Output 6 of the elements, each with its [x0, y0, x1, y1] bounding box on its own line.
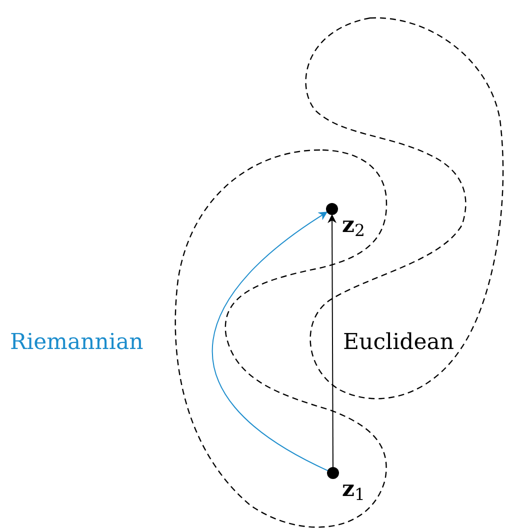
point-marker	[327, 467, 339, 479]
point-label: z$_{1}$	[342, 478, 365, 501]
point-marker	[326, 203, 338, 215]
arrow	[212, 212, 328, 472]
arrow	[328, 214, 337, 468]
point-label: z$_{2}$	[342, 214, 365, 237]
